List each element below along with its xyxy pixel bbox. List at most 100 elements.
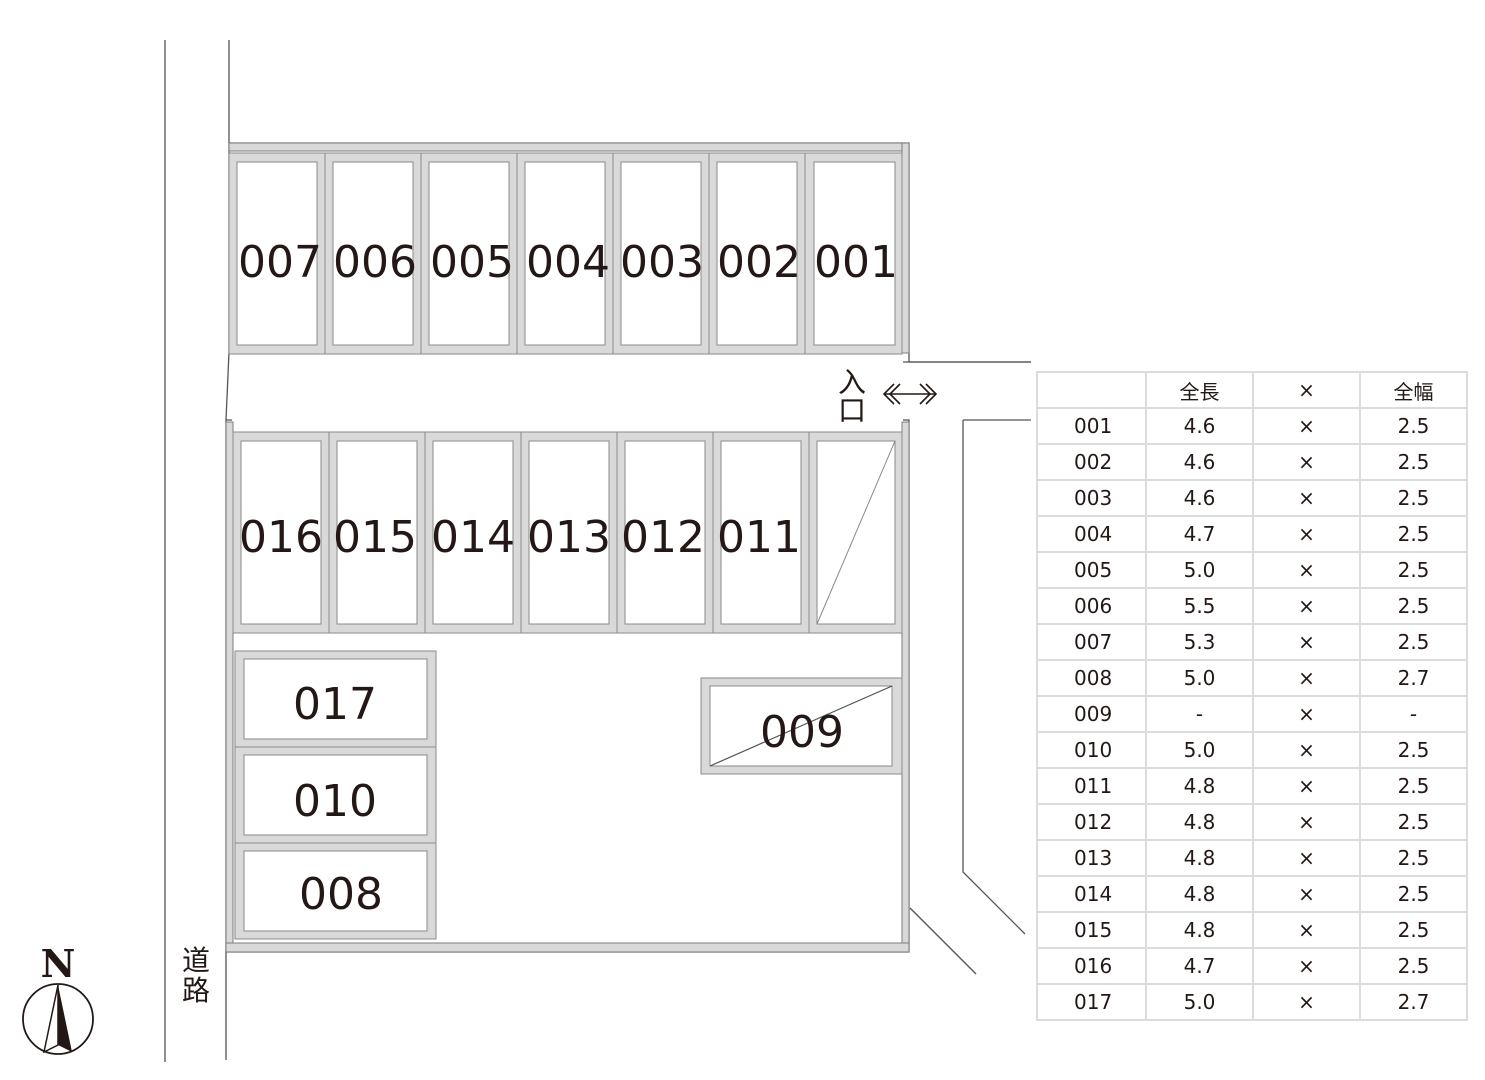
cell-width: 2.5 (1359, 587, 1468, 625)
top-row-bays: 007 006 005 004 003 002 001 (228, 152, 903, 355)
entrance-label-1: 入 (838, 366, 866, 399)
cell-length: 5.0 (1145, 659, 1254, 697)
bay-label: 016 (239, 512, 323, 563)
cell-length: 4.7 (1145, 515, 1254, 553)
cell-width: 2.5 (1359, 947, 1468, 985)
bay-008: 008 (234, 842, 437, 940)
middle-row-bays: 016 015 014 013 012 011 (232, 431, 903, 634)
cell-length: 4.8 (1145, 839, 1254, 877)
bay-015: 015 (328, 431, 426, 634)
cell-width: 2.5 (1359, 839, 1468, 877)
header-id (1036, 371, 1147, 409)
bay-002: 002 (708, 152, 806, 355)
cell-times: × (1252, 515, 1361, 553)
compass-circle (22, 983, 94, 1055)
cell-times: × (1252, 443, 1361, 481)
bay-label: 007 (238, 237, 322, 288)
cell-length: 5.5 (1145, 587, 1254, 625)
cell-times: × (1252, 407, 1361, 445)
bay-label: 011 (717, 512, 801, 563)
cell-width: 2.7 (1359, 659, 1468, 697)
cell-bay-id: 003 (1036, 479, 1147, 517)
cell-times: × (1252, 875, 1361, 913)
cell-bay-id: 004 (1036, 515, 1147, 553)
cell-times: × (1252, 695, 1361, 733)
cell-width: 2.5 (1359, 515, 1468, 553)
bay-006: 006 (324, 152, 422, 355)
cell-bay-id: 012 (1036, 803, 1147, 841)
north-arrow-icon (58, 985, 72, 1052)
cell-length: 5.0 (1145, 551, 1254, 589)
cell-bay-id: 010 (1036, 731, 1147, 769)
cell-width: - (1359, 695, 1468, 733)
cell-bay-id: 016 (1036, 947, 1147, 985)
cell-width: 2.5 (1359, 875, 1468, 913)
cell-length: 4.8 (1145, 767, 1254, 805)
cell-width: 2.5 (1359, 731, 1468, 769)
cell-times: × (1252, 587, 1361, 625)
left-boundary-strip (225, 421, 234, 953)
cell-times: × (1252, 659, 1361, 697)
cell-length: 4.6 (1145, 407, 1254, 445)
cell-bay-id: 009 (1036, 695, 1147, 733)
cell-length: - (1145, 695, 1254, 733)
bay-005: 005 (420, 152, 518, 355)
header-times: × (1252, 371, 1361, 409)
cell-times: × (1252, 947, 1361, 985)
cell-bay-id: 017 (1036, 983, 1147, 1021)
cell-bay-id: 015 (1036, 911, 1147, 949)
road-label-2: 路 (182, 974, 210, 1007)
bay-003: 003 (612, 152, 710, 355)
bay-label: 010 (293, 776, 377, 827)
cell-width: 2.5 (1359, 803, 1468, 841)
header-length: 全長 (1145, 371, 1254, 409)
bay-016: 016 (232, 431, 330, 634)
cell-width: 2.5 (1359, 623, 1468, 661)
cell-length: 5.0 (1145, 983, 1254, 1021)
cell-length: 5.0 (1145, 731, 1254, 769)
cell-times: × (1252, 839, 1361, 877)
bay-011: 011 (712, 431, 810, 634)
bay-012: 012 (616, 431, 714, 634)
bay-009: 009 (700, 677, 903, 775)
bay-label: 008 (299, 869, 383, 920)
north-compass: N (22, 941, 94, 1055)
cell-bay-id: 001 (1036, 407, 1147, 445)
bay-013: 013 (520, 431, 618, 634)
road-label-1: 道 (182, 944, 210, 977)
cell-width: 2.7 (1359, 983, 1468, 1021)
bay-001: 001 (804, 152, 903, 355)
cell-width: 2.5 (1359, 479, 1468, 517)
cell-bay-id: 006 (1036, 587, 1147, 625)
bay-label: 017 (293, 679, 377, 730)
cell-times: × (1252, 623, 1361, 661)
cell-length: 4.6 (1145, 479, 1254, 517)
right-boundary-strip-bottom (901, 421, 910, 953)
bay-014: 014 (424, 431, 522, 634)
entrance-label-2: 口 (838, 394, 866, 427)
table-header-row: 全長 × 全幅 (1036, 371, 1468, 409)
cell-bay-id: 014 (1036, 875, 1147, 913)
cell-length: 5.3 (1145, 623, 1254, 661)
bay-label: 006 (333, 237, 417, 288)
bay-label: 005 (430, 237, 514, 288)
cell-bay-id: 011 (1036, 767, 1147, 805)
left-stack-bays: 017 010 008 (234, 650, 437, 940)
cell-times: × (1252, 983, 1361, 1021)
bay-label: 009 (760, 707, 844, 758)
bay-unused (808, 431, 903, 634)
cell-width: 2.5 (1359, 911, 1468, 949)
